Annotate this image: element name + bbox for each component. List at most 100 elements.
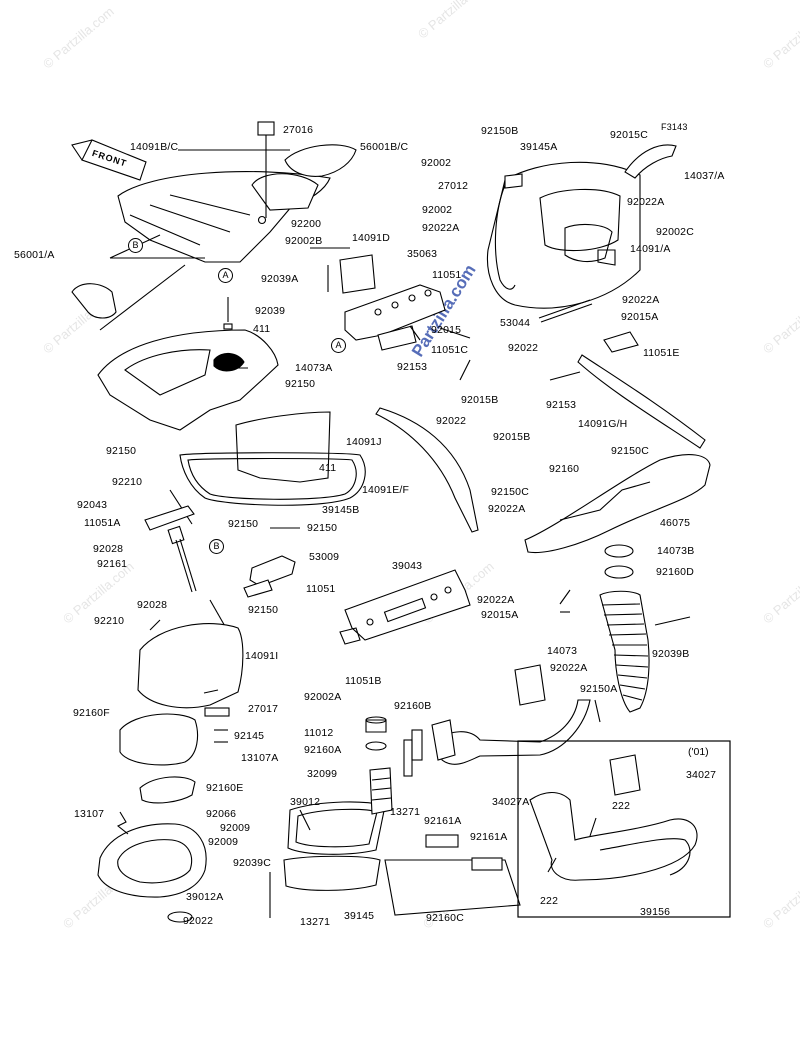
part-label[interactable]: 34027A <box>492 796 530 808</box>
part-label[interactable]: 34027 <box>686 769 717 781</box>
part-label[interactable]: 92210 <box>112 476 143 488</box>
part-label[interactable]: 11051A <box>84 517 121 529</box>
part-label[interactable]: 92145 <box>234 730 265 742</box>
part-label[interactable]: 92150 <box>307 522 338 534</box>
part-label[interactable]: 92022 <box>508 342 539 354</box>
part-label[interactable]: 13271 <box>300 916 331 928</box>
part-label[interactable]: 92161 <box>97 558 128 570</box>
part-label[interactable]: 11051 <box>306 583 336 595</box>
part-label[interactable]: 11051E <box>643 347 680 359</box>
part-label[interactable]: 92009 <box>208 836 239 848</box>
part-label[interactable]: 92153 <box>397 361 428 373</box>
part-label[interactable]: 92002C <box>656 226 694 238</box>
part-label[interactable]: 39012 <box>290 796 321 808</box>
part-label[interactable]: 92022A <box>622 294 660 306</box>
part-label[interactable]: 92022A <box>477 594 515 606</box>
part-label[interactable]: 56001B/C <box>360 141 409 153</box>
part-label[interactable]: 92002A <box>304 691 342 703</box>
part-label[interactable]: 92015B <box>461 394 499 406</box>
part-label[interactable]: 53009 <box>309 551 340 563</box>
part-label[interactable]: 13107 <box>74 808 105 820</box>
part-label[interactable]: 46075 <box>660 517 691 529</box>
part-label[interactable]: 14037/A <box>684 170 725 182</box>
part-label[interactable]: 92039A <box>261 273 299 285</box>
part-label[interactable]: 11051 <box>432 269 462 281</box>
part-label[interactable]: 14091G/H <box>578 418 628 430</box>
part-label[interactable]: 39145 <box>344 910 375 922</box>
part-label[interactable]: 92015B <box>493 431 531 443</box>
part-label[interactable]: 92039C <box>233 857 271 869</box>
part-label[interactable]: 39145A <box>520 141 558 153</box>
part-label[interactable]: 14091I <box>245 650 279 662</box>
part-label[interactable]: 13107A <box>241 752 279 764</box>
part-label[interactable]: 35063 <box>407 248 438 260</box>
part-label[interactable]: 92002 <box>422 204 453 216</box>
part-label[interactable]: 92022A <box>488 503 526 515</box>
part-label[interactable]: 92161A <box>424 815 462 827</box>
part-label[interactable]: 92150A <box>580 683 618 695</box>
part-label[interactable]: 411 <box>319 462 337 474</box>
part-label[interactable]: 92015A <box>621 311 659 323</box>
part-label[interactable]: 92028 <box>137 599 168 611</box>
part-label[interactable]: 14091/A <box>630 243 671 255</box>
part-label[interactable]: 92160A <box>304 744 342 756</box>
part-label[interactable]: 92160C <box>426 912 464 924</box>
part-label[interactable]: 92160 <box>549 463 580 475</box>
part-label[interactable]: 53044 <box>500 317 531 329</box>
part-label[interactable]: 14091E/F <box>362 484 410 496</box>
part-label[interactable]: 14091B/C <box>130 141 179 153</box>
part-label[interactable]: 92009 <box>220 822 251 834</box>
part-label[interactable]: 92015C <box>610 129 648 141</box>
part-label[interactable]: 27012 <box>438 180 469 192</box>
part-label[interactable]: 56001/A <box>14 249 55 261</box>
part-label[interactable]: 92015A <box>481 609 519 621</box>
part-label[interactable]: 92150C <box>611 445 649 457</box>
part-label[interactable]: 92200 <box>291 218 322 230</box>
part-label[interactable]: 92022A <box>550 662 588 674</box>
part-label[interactable]: 92002B <box>285 235 323 247</box>
part-label[interactable]: 39156 <box>640 906 671 918</box>
part-label[interactable]: 92028 <box>93 543 124 555</box>
part-label[interactable]: 92160E <box>206 782 244 794</box>
part-label[interactable]: 92153 <box>546 399 577 411</box>
part-label[interactable]: 92015 <box>431 324 462 336</box>
part-label[interactable]: 11051C <box>431 344 469 356</box>
part-label[interactable]: 11051B <box>345 675 382 687</box>
part-label[interactable]: 27017 <box>248 703 279 715</box>
part-label[interactable]: 39012A <box>186 891 224 903</box>
part-label[interactable]: 92150C <box>491 486 529 498</box>
part-label[interactable]: 92039B <box>652 648 690 660</box>
part-label[interactable]: 92210 <box>94 615 125 627</box>
part-label[interactable]: 92150 <box>106 445 137 457</box>
part-label[interactable]: 39043 <box>392 560 423 572</box>
part-label[interactable]: 13271 <box>390 806 421 818</box>
part-label[interactable]: 14073B <box>657 545 695 557</box>
part-label[interactable]: 92150B <box>481 125 519 137</box>
part-label[interactable]: 14091J <box>346 436 382 448</box>
part-label[interactable]: 32099 <box>307 768 338 780</box>
part-label[interactable]: 92160B <box>394 700 432 712</box>
part-label[interactable]: 411 <box>253 323 271 335</box>
part-label[interactable]: 27016 <box>283 124 314 136</box>
part-label[interactable]: 92022 <box>183 915 214 927</box>
part-label[interactable]: 92039 <box>255 305 286 317</box>
part-label[interactable]: 14073 <box>547 645 578 657</box>
part-label[interactable]: 92150 <box>248 604 279 616</box>
part-label[interactable]: 92022A <box>422 222 460 234</box>
part-label[interactable]: 222 <box>540 895 559 907</box>
part-label[interactable]: 92160F <box>73 707 110 719</box>
part-label[interactable]: 92022A <box>627 196 665 208</box>
part-label[interactable]: 92002 <box>421 157 452 169</box>
part-label[interactable]: 14073A <box>295 362 333 374</box>
part-label[interactable]: 222 <box>612 800 631 812</box>
part-label[interactable]: 92150 <box>228 518 259 530</box>
part-label[interactable]: 92161A <box>470 831 508 843</box>
part-label[interactable]: 92022 <box>436 415 467 427</box>
part-label[interactable]: 11012 <box>304 727 334 739</box>
part-label[interactable]: 92150 <box>285 378 316 390</box>
part-label[interactable]: 92043 <box>77 499 108 511</box>
part-label[interactable]: 39145B <box>322 504 360 516</box>
part-label[interactable]: 14091D <box>352 232 390 244</box>
part-label[interactable]: 92066 <box>206 808 237 820</box>
part-label[interactable]: 92160D <box>656 566 694 578</box>
